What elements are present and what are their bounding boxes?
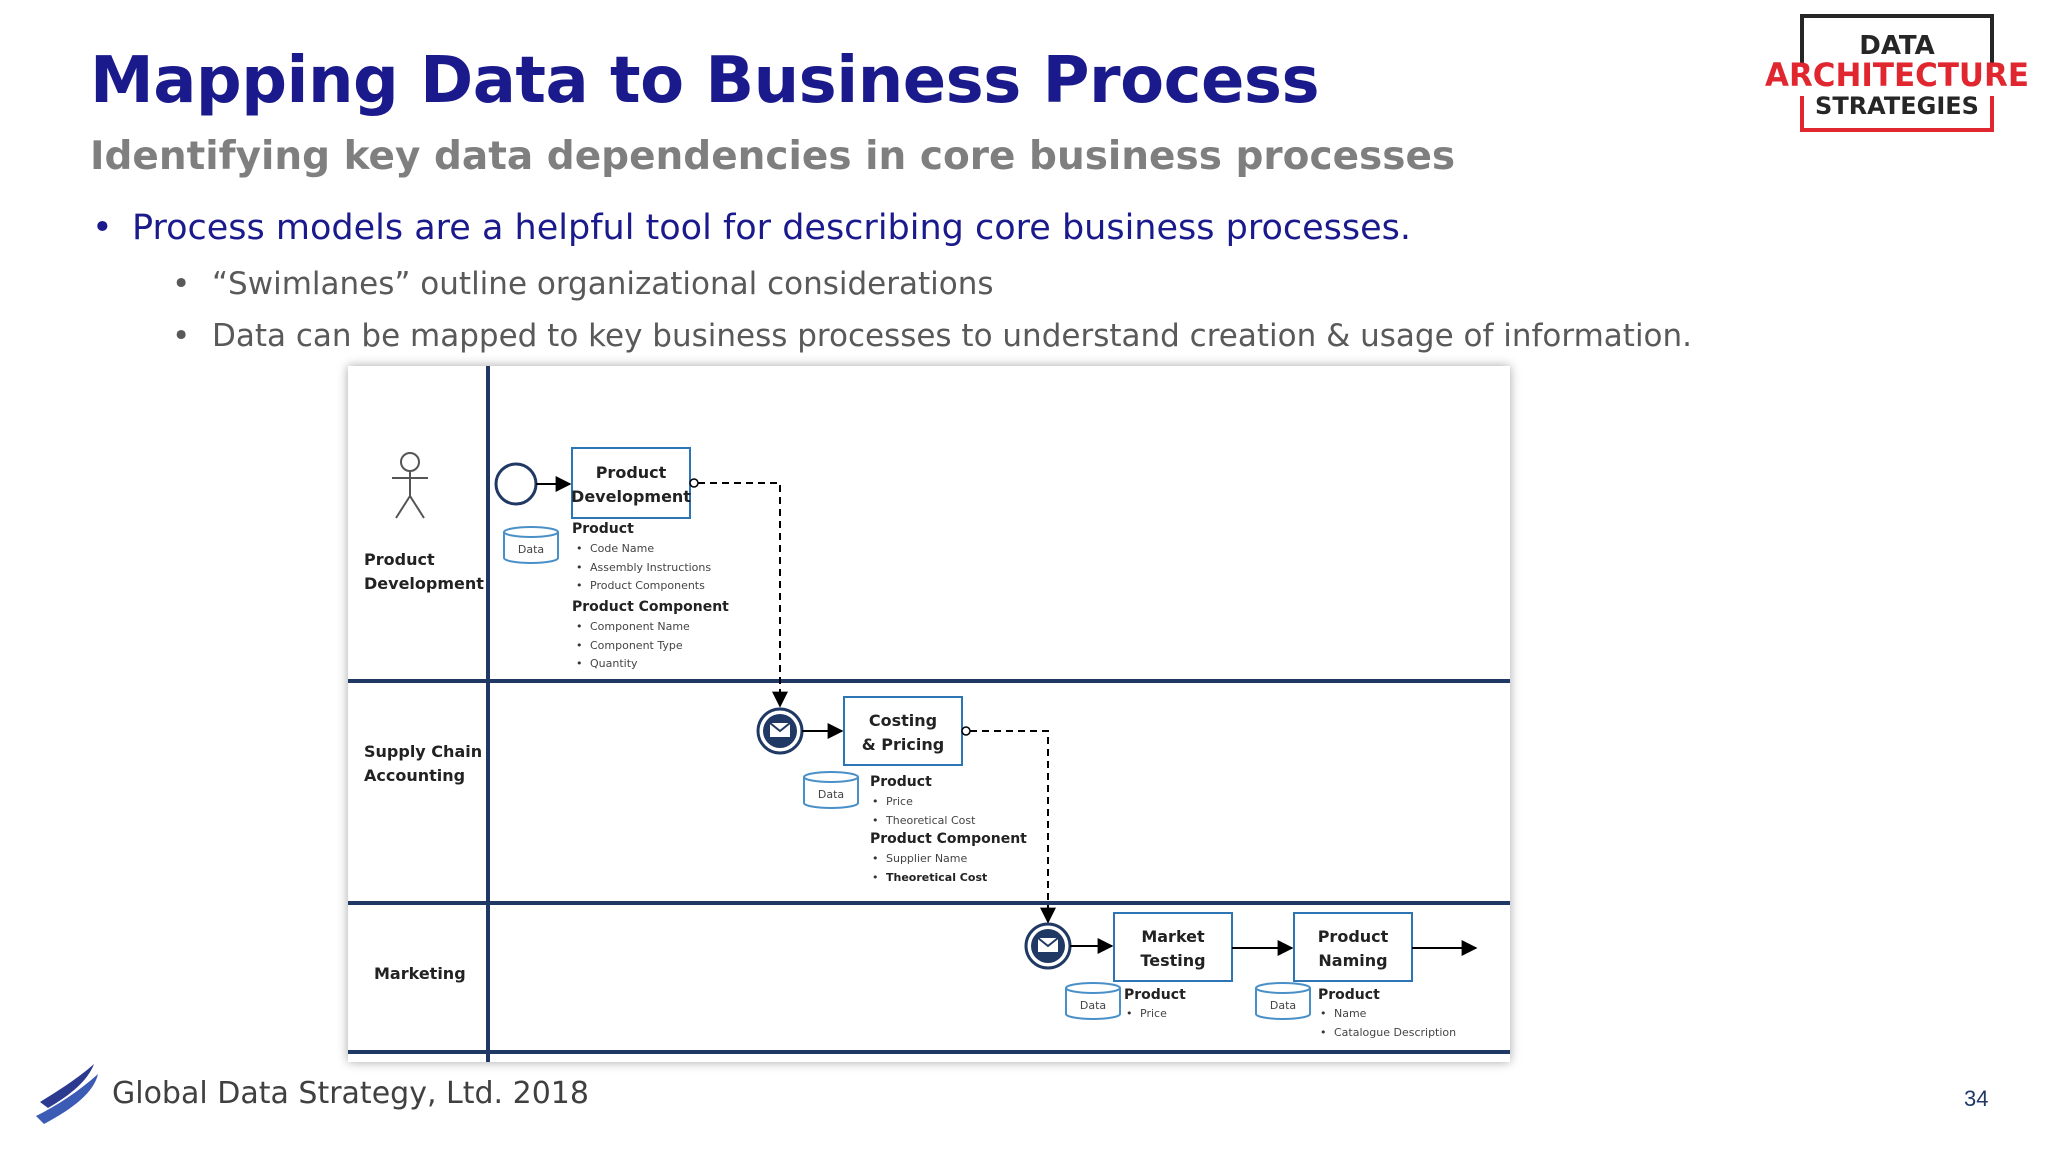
svg-text:Product: Product bbox=[1318, 987, 1380, 1003]
data-notes: Product • Code Name • Assembly Instruction… bbox=[572, 521, 729, 670]
task-market-testing bbox=[1113, 912, 1233, 982]
logo-line2: ARCHITECTURE bbox=[1765, 56, 2029, 94]
task-label: Naming bbox=[1318, 951, 1387, 970]
task-label: Testing bbox=[1140, 951, 1205, 970]
footer-text: Global Data Strategy, Ltd. 2018 bbox=[112, 1076, 589, 1111]
svg-text:Product Components: Product Components bbox=[590, 579, 705, 592]
lane-label: Development bbox=[364, 574, 484, 593]
data-store-icon: Data bbox=[1255, 982, 1311, 1020]
data-store-icon: Data bbox=[1065, 982, 1121, 1020]
data-notes: Product • Price bbox=[1124, 987, 1186, 1020]
svg-text:Supplier Name: Supplier Name bbox=[886, 852, 968, 865]
lane-label: Marketing bbox=[374, 964, 466, 983]
svg-text:•: • bbox=[576, 639, 583, 652]
task-costing-pricing bbox=[843, 696, 963, 766]
svg-text:Product: Product bbox=[1124, 987, 1186, 1003]
svg-text:Code Name: Code Name bbox=[590, 542, 654, 555]
svg-text:Catalogue Description: Catalogue Description bbox=[1334, 1026, 1456, 1039]
svg-text:•: • bbox=[576, 620, 583, 633]
global-data-strategy-logo bbox=[36, 1064, 98, 1124]
svg-text:•: • bbox=[576, 657, 583, 670]
svg-text:Assembly Instructions: Assembly Instructions bbox=[590, 561, 711, 574]
svg-text:Name: Name bbox=[1334, 1007, 1367, 1020]
logo-line1: DATA bbox=[1859, 31, 1935, 61]
svg-text:Price: Price bbox=[886, 795, 913, 808]
sub-bullet: • Data can be mapped to key business proc… bbox=[172, 318, 1692, 354]
main-bullet-text: Process models are a helpful tool for de… bbox=[132, 208, 1412, 248]
data-store-icon: Data bbox=[803, 771, 859, 809]
svg-text:•: • bbox=[576, 579, 583, 592]
message-event-icon bbox=[1024, 922, 1072, 970]
lane-label: Accounting bbox=[364, 766, 465, 785]
data-notes: Product • Name • Catalogue Description bbox=[1318, 987, 1456, 1039]
svg-text:Product: Product bbox=[870, 774, 932, 790]
svg-text:•: • bbox=[1126, 1007, 1133, 1020]
svg-text:Price: Price bbox=[1140, 1007, 1167, 1020]
task-label: Product bbox=[1318, 927, 1389, 946]
svg-text:Theoretical Cost: Theoretical Cost bbox=[886, 871, 987, 884]
task-label: & Pricing bbox=[862, 735, 944, 754]
sub-bullet: • “Swimlanes” outline organizational cons… bbox=[172, 266, 994, 302]
svg-text:•: • bbox=[872, 852, 879, 865]
main-bullet: • Process models are a helpful tool for d… bbox=[92, 208, 1411, 248]
bullet-glyph: • bbox=[92, 208, 113, 248]
svg-text:Product Component: Product Component bbox=[572, 599, 729, 615]
svg-text:•: • bbox=[872, 795, 879, 808]
bullet-glyph: • bbox=[172, 266, 191, 302]
slide-title: Mapping Data to Business Process bbox=[90, 44, 1320, 118]
svg-text:•: • bbox=[872, 871, 879, 884]
start-event-icon bbox=[494, 462, 538, 506]
task-label: Costing bbox=[869, 711, 937, 730]
bullet-glyph: • bbox=[172, 318, 191, 354]
svg-text:Data: Data bbox=[518, 543, 544, 556]
task-product-naming bbox=[1293, 912, 1413, 982]
svg-text:Component Type: Component Type bbox=[590, 639, 683, 652]
svg-text:•: • bbox=[872, 814, 879, 827]
svg-text:Data: Data bbox=[818, 788, 844, 801]
lane-label: Product bbox=[364, 550, 435, 569]
lane-label: Supply Chain bbox=[364, 742, 482, 761]
svg-text:•: • bbox=[1320, 1007, 1327, 1020]
svg-text:Quantity: Quantity bbox=[590, 657, 638, 670]
task-product-development bbox=[571, 447, 691, 519]
task-label: Market bbox=[1141, 927, 1205, 946]
task-label: Product bbox=[596, 463, 667, 482]
logo-line3: STRATEGIES bbox=[1815, 92, 1979, 120]
svg-text:Theoretical Cost: Theoretical Cost bbox=[885, 814, 976, 827]
page-number: 34 bbox=[1964, 1086, 1989, 1111]
message-event-icon bbox=[756, 707, 804, 755]
data-store-icon: Data bbox=[503, 526, 559, 564]
actor-icon bbox=[392, 452, 428, 519]
svg-text:Product: Product bbox=[572, 521, 634, 537]
slide-subtitle: Identifying key data dependencies in cor… bbox=[90, 134, 1456, 179]
sub-bullet-text: “Swimlanes” outline organizational consi… bbox=[212, 266, 994, 302]
svg-text:Data: Data bbox=[1270, 999, 1296, 1012]
data-architecture-strategies-logo: DATA ARCHITECTURE STRATEGIES bbox=[1765, 14, 2029, 132]
svg-text:Component Name: Component Name bbox=[590, 620, 690, 633]
data-notes: Product • Price • Theoretical Cost Product… bbox=[870, 774, 1027, 884]
svg-text:Data: Data bbox=[1080, 999, 1106, 1012]
svg-text:Product Component: Product Component bbox=[870, 831, 1027, 847]
svg-text:•: • bbox=[1320, 1026, 1327, 1039]
svg-text:•: • bbox=[576, 561, 583, 574]
swimlane-process-diagram: Product Development Supply Chain Account… bbox=[348, 366, 1510, 1062]
task-label: Development bbox=[571, 487, 691, 506]
sub-bullet-text: Data can be mapped to key business proce… bbox=[212, 318, 1693, 354]
svg-text:•: • bbox=[576, 542, 583, 555]
